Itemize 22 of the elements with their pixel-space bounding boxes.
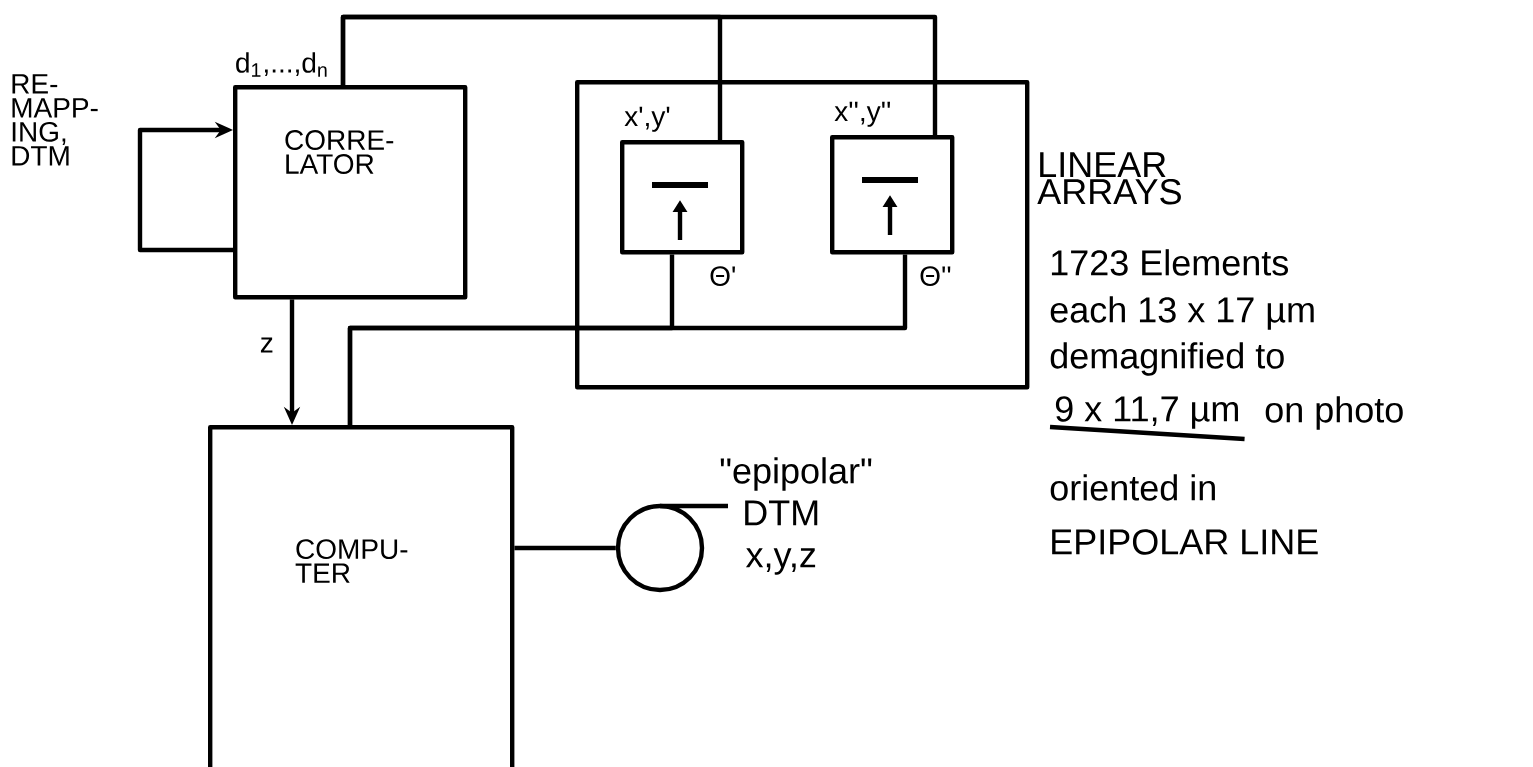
underlined-note: 9 x 11,7 µm	[1049, 396, 1245, 442]
edge-label: RE- MAPP- ING, DTM	[8, 72, 105, 168]
process-box: CORRE- LATOR	[233, 85, 468, 300]
unit-heading: LINEAR ARRAYS	[1037, 152, 1181, 205]
note: demagnified to	[1050, 342, 1284, 376]
array-label: x'',y''	[834, 101, 890, 127]
note: oriented in	[1050, 474, 1215, 501]
connector	[340, 14, 938, 135]
array-label: x',y'	[624, 106, 670, 132]
note: EPIPOLAR LINE	[1052, 529, 1318, 555]
note: 1723 Elements	[1051, 249, 1288, 276]
connector	[137, 121, 233, 253]
tape-label: "epipolar" DTM x,y,z	[720, 457, 872, 575]
angle-label: Θ'	[710, 266, 735, 287]
edge-label: z	[255, 333, 278, 357]
process-box: COMPU- TER	[208, 425, 515, 767]
angle-label: Θ''	[920, 266, 951, 287]
connector	[514, 545, 616, 551]
note: on photo	[1265, 396, 1403, 430]
signal-label: d$_{1}$,...,d$_{n}$	[236, 52, 327, 77]
note: each 13 x 17 µm	[1050, 296, 1314, 330]
connector	[347, 254, 908, 425]
